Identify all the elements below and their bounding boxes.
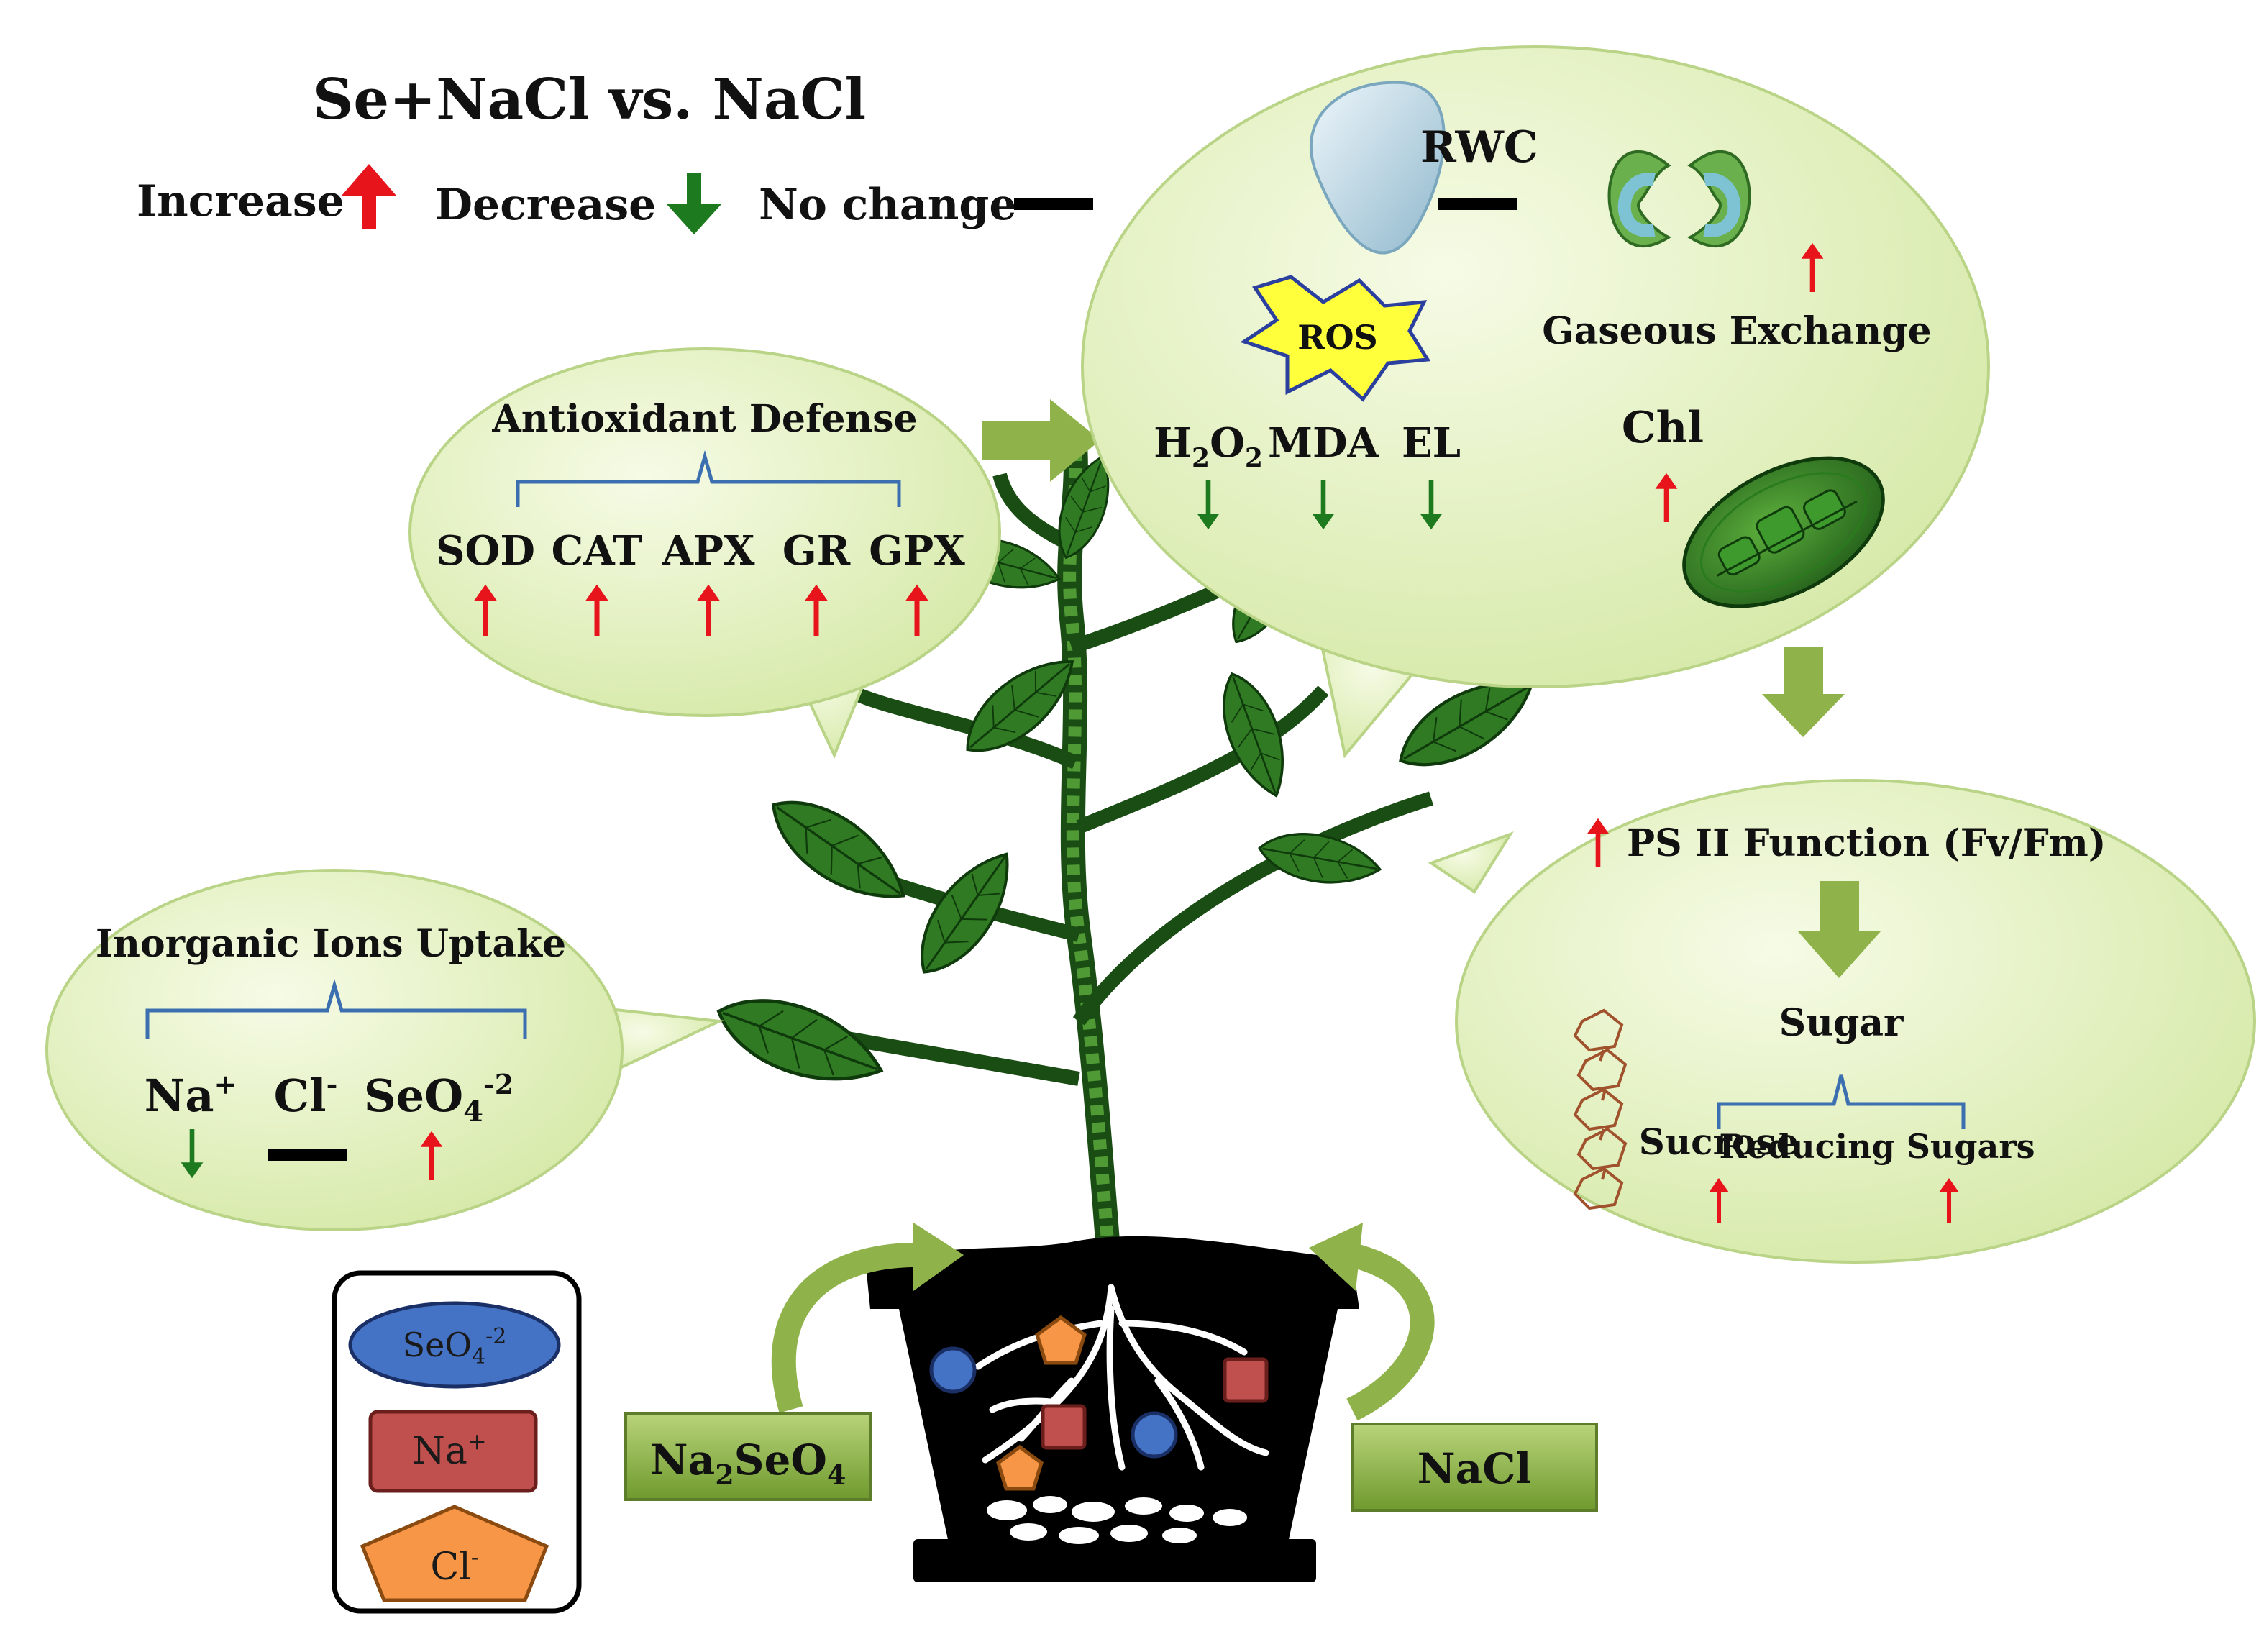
- ros-star-icon: [1240, 275, 1431, 402]
- mda-label: MDA: [1268, 419, 1380, 467]
- gas-exchange-label: Gaseous Exchange: [1542, 309, 1931, 353]
- ion-cl: Cl: [274, 1069, 327, 1122]
- sucrose-label: Sucrose: [1639, 1121, 1799, 1163]
- ions-bubble: Inorganic Ions Uptake Na+ Cl- SeO4-2: [45, 869, 725, 1231]
- svg-text:Cl-: Cl-: [274, 1068, 338, 1122]
- flow-arrow-down-1: [1762, 647, 1845, 737]
- legend-nochange-label: No change: [759, 180, 1017, 230]
- svg-text:SeO4-2: SeO4-2: [403, 1324, 507, 1369]
- treatment-arrows: [771, 1223, 1435, 1421]
- sugar-label: Sugar: [1779, 1001, 1904, 1045]
- na2seo4-treatment-box: Na2SeO4: [624, 1412, 872, 1501]
- antioxidant-bracket: [516, 449, 901, 507]
- nacl-label: NaCl: [1418, 1444, 1532, 1493]
- legend-increase-label: Increase: [137, 176, 344, 227]
- ions-bracket: [145, 978, 527, 1039]
- ion-seo4: SeO: [364, 1069, 463, 1122]
- ions-title: Inorganic Ions Uptake: [96, 922, 566, 966]
- sugar-bracket: [1717, 1074, 1966, 1129]
- na2seo4-sub2: 4: [827, 1459, 846, 1491]
- legend-increase-arrow: [342, 164, 396, 229]
- svg-text:H2O2: H2O2: [1154, 419, 1263, 473]
- el-label: EL: [1402, 419, 1461, 467]
- antioxidant-bubble: Antioxidant Defense SOD CAT APX GR GPX: [408, 347, 1001, 759]
- enzyme-apx: APX: [661, 527, 755, 575]
- svg-text:Na+: Na+: [145, 1068, 237, 1122]
- legend-nochange-bar: [1014, 198, 1093, 210]
- rwc-label: RWC: [1420, 122, 1538, 173]
- svg-text:Na2SeO4: Na2SeO4: [650, 1436, 846, 1491]
- photosynthesis-bubble: PS II Function (Fv/Fm) Sugar Sucrose Red…: [1428, 779, 2256, 1264]
- ps2-label: PS II Function (Fv/Fm): [1627, 821, 2106, 865]
- h2o2-h: H: [1154, 419, 1192, 467]
- nacl-treatment-box: NaCl: [1351, 1423, 1598, 1512]
- ion-na: Na: [145, 1069, 214, 1122]
- water-drop-icon: [1310, 81, 1446, 255]
- stomata-icon: [1607, 150, 1751, 248]
- chl-label: Chl: [1622, 403, 1704, 453]
- legend-decrease-arrow: [667, 173, 721, 234]
- key-cl-shape: [360, 1505, 549, 1602]
- cl-no-change-bar: [268, 1149, 347, 1161]
- enzyme-sod: SOD: [436, 527, 535, 575]
- header: Se+NaCl vs. NaCl Increase Decrease No ch…: [137, 67, 1093, 234]
- enzyme-gpx: GPX: [869, 527, 965, 575]
- svg-text:Na+: Na+: [412, 1428, 486, 1473]
- antioxidant-title: Antioxidant Defense: [491, 397, 917, 441]
- na2seo4-na: Na: [650, 1436, 716, 1484]
- chloroplast-icon: [1682, 456, 1885, 608]
- svg-text:SeO4-2: SeO4-2: [364, 1068, 513, 1128]
- enzyme-cat: CAT: [552, 527, 643, 575]
- plant-illustration: [708, 404, 1546, 1289]
- enzyme-gr: GR: [782, 527, 851, 575]
- flow-arrow-right: [982, 399, 1100, 482]
- flow-arrow-down-2: [1820, 881, 1859, 935]
- legend-decrease-label: Decrease: [435, 180, 656, 230]
- pot-drainage-stones: [987, 1496, 1247, 1544]
- reducing-sugars-label: Reducing Sugars: [1720, 1127, 2035, 1166]
- pot: [867, 1236, 1359, 1582]
- sugar-molecule-icon: [1573, 1008, 1628, 1210]
- ros-label: ROS: [1297, 318, 1378, 357]
- leaf-physiology-bubble: RWC Gaseous Exchange ROS H2O2 MDA EL Chl: [1081, 45, 1990, 759]
- svg-text:Cl-: Cl-: [430, 1543, 478, 1589]
- key-seo4-shape: [348, 1301, 561, 1389]
- na2seo4-sub1: 2: [715, 1459, 734, 1491]
- page-title: Se+NaCl vs. NaCl: [313, 67, 866, 132]
- ion-key-legend: SeO4-2 Na+ Cl-: [332, 1270, 582, 1614]
- na2seo4-seo: SeO: [734, 1436, 827, 1484]
- rwc-no-change-bar: [1438, 198, 1517, 210]
- key-na-shape: [368, 1410, 538, 1493]
